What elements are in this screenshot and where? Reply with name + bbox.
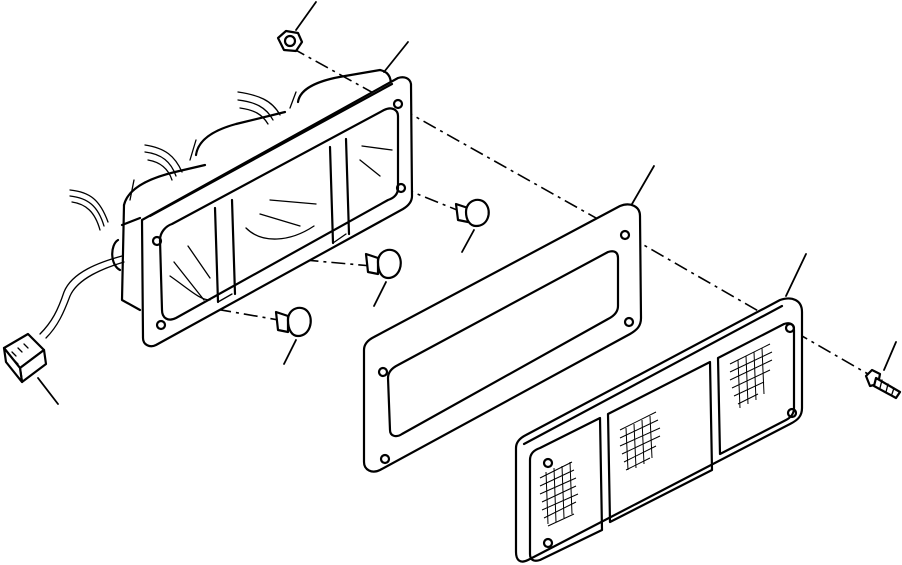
leader-line-nut <box>295 1 317 31</box>
hex-nut-icon <box>276 29 304 53</box>
housing-flange <box>140 76 414 348</box>
leader-line-bulb-middle <box>373 281 387 307</box>
leader-line-connector <box>37 377 59 405</box>
screw-icon <box>864 368 902 400</box>
bulb-icon-upper <box>454 198 490 228</box>
leader-line-bulb-lower <box>283 339 297 365</box>
leader-lines <box>37 1 897 405</box>
lens-icon <box>514 297 804 563</box>
lamp-housing-icon <box>39 68 392 339</box>
connector-plug-icon <box>2 332 48 384</box>
leader-line-lens <box>785 253 807 297</box>
leader-line-bulb-upper <box>461 229 475 253</box>
gasket-icon <box>362 203 643 473</box>
leader-line-housing <box>383 41 409 73</box>
bulb-icon-middle <box>364 248 402 280</box>
leader-line-screw <box>883 341 897 371</box>
bulb-icon-lower <box>274 306 312 338</box>
leader-line-gasket <box>631 165 655 205</box>
lens-reflex-pattern <box>539 343 773 527</box>
